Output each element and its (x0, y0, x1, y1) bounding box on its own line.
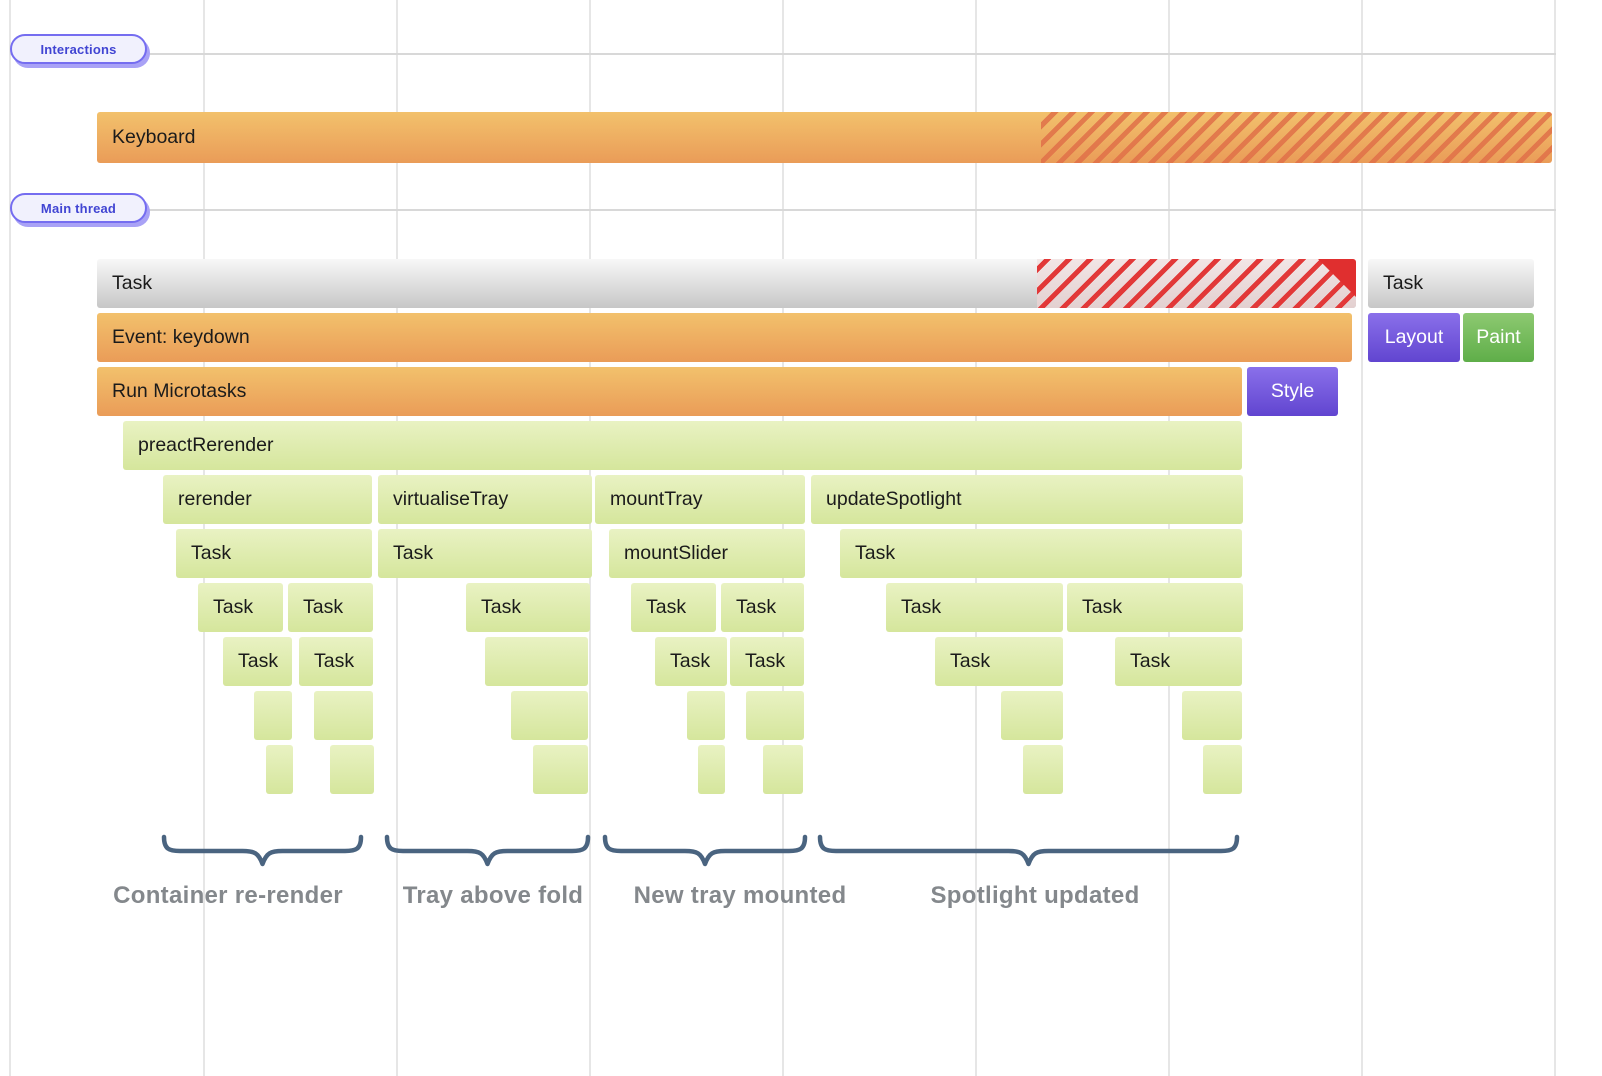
bar-unlabeled[interactable] (1203, 745, 1242, 794)
underbrace (602, 834, 808, 867)
bar-unlabeled[interactable] (266, 745, 293, 794)
track-pill-main-thread-label: Main thread (40, 200, 117, 216)
annotation-label: Tray above fold (402, 882, 584, 909)
bar-label: Style (1270, 380, 1315, 402)
underbrace (817, 834, 1240, 867)
bar-label: virtualiseTray (393, 488, 509, 510)
track-pill-interactions-label: Interactions (40, 41, 117, 57)
bar-label: updateSpotlight (826, 488, 962, 510)
bar-label: Task (736, 596, 777, 618)
bar-label: Task (670, 650, 711, 672)
bar-task[interactable]: Task (840, 529, 1242, 578)
bar-label: Task (238, 650, 279, 672)
bar-label: Paint (1476, 326, 1521, 348)
bar-label: Task (745, 650, 786, 672)
bar-task[interactable]: Task (288, 583, 373, 632)
grid-vertical-line (1554, 0, 1556, 1076)
bar-label: Task (314, 650, 355, 672)
bar-mounttray[interactable]: mountTray (595, 475, 805, 524)
bar-task[interactable]: Task (198, 583, 283, 632)
bar-unlabeled[interactable] (746, 691, 804, 740)
bar-unlabeled[interactable] (1001, 691, 1063, 740)
bar-layout[interactable]: Layout (1368, 313, 1460, 362)
bar-label: Task (1130, 650, 1171, 672)
underbrace (161, 834, 364, 867)
bar-task[interactable]: Task (730, 637, 804, 686)
bar-label: Task (855, 542, 896, 564)
bar-task[interactable]: Task (1368, 259, 1534, 308)
bar-task[interactable]: Task (466, 583, 590, 632)
bar-keyboard[interactable]: Keyboard (97, 112, 1552, 163)
bar-task[interactable]: Task (886, 583, 1063, 632)
bar-unlabeled[interactable] (1182, 691, 1242, 740)
bar-label: mountTray (610, 488, 703, 510)
bar-task[interactable]: Task (935, 637, 1063, 686)
bar-task[interactable]: Task (223, 637, 292, 686)
bar-label: Task (481, 596, 522, 618)
bar-run-microtasks[interactable]: Run Microtasks (97, 367, 1242, 416)
bar-style[interactable]: Style (1247, 367, 1338, 416)
bar-rerender[interactable]: rerender (163, 475, 372, 524)
bar-updatespotlight[interactable]: updateSpotlight (811, 475, 1243, 524)
bar-label: Task (393, 542, 434, 564)
bar-label: preactRerender (138, 434, 274, 456)
bar-unlabeled[interactable] (485, 637, 588, 686)
bar-label: mountSlider (624, 542, 729, 564)
bar-unlabeled[interactable] (698, 745, 725, 794)
bar-label: Layout (1384, 326, 1444, 348)
bar-unlabeled[interactable] (533, 745, 588, 794)
bar-label: Task (901, 596, 942, 618)
bar-label: Keyboard (112, 126, 196, 148)
bar-task[interactable]: Task (299, 637, 373, 686)
bar-label: Task (646, 596, 687, 618)
bar-mountslider[interactable]: mountSlider (609, 529, 805, 578)
overrun-hatch-red (1037, 259, 1356, 308)
overrun-hatch-orange (1041, 112, 1552, 163)
bar-label: rerender (178, 488, 252, 510)
bar-task[interactable]: Task (1067, 583, 1243, 632)
bar-label: Event: keydown (112, 326, 250, 348)
bar-unlabeled[interactable] (254, 691, 292, 740)
bar-label: Task (1082, 596, 1123, 618)
bar-virtualisetray[interactable]: virtualiseTray (378, 475, 592, 524)
annotation-label: New tray mounted (633, 882, 847, 909)
grid-vertical-line (1361, 0, 1363, 1076)
grid-horizontal-line (10, 53, 1556, 55)
bar-task[interactable]: Task (655, 637, 727, 686)
bar-unlabeled[interactable] (314, 691, 373, 740)
track-pill-interactions[interactable]: Interactions (10, 34, 147, 64)
bar-label: Task (950, 650, 991, 672)
bar-label: Task (191, 542, 232, 564)
track-pill-main-thread[interactable]: Main thread (10, 193, 147, 223)
bar-task[interactable]: Task (378, 529, 592, 578)
bar-event-keydown[interactable]: Event: keydown (97, 313, 1352, 362)
grid-vertical-line (9, 0, 11, 1076)
annotation-label: Container re-render (113, 882, 343, 909)
grid-horizontal-line (10, 209, 1556, 211)
bar-task[interactable]: Task (631, 583, 716, 632)
bar-unlabeled[interactable] (511, 691, 588, 740)
bar-preactrerender[interactable]: preactRerender (123, 421, 1242, 470)
bar-unlabeled[interactable] (1023, 745, 1063, 794)
bar-label: Task (303, 596, 344, 618)
bar-task[interactable]: Task (97, 259, 1356, 308)
bar-unlabeled[interactable] (330, 745, 374, 794)
bar-task[interactable]: Task (176, 529, 372, 578)
bar-label: Run Microtasks (112, 380, 247, 402)
long-task-corner-triangle (1318, 259, 1356, 297)
bar-unlabeled[interactable] (763, 745, 803, 794)
bar-paint[interactable]: Paint (1463, 313, 1534, 362)
underbrace (384, 834, 591, 867)
bar-label: Task (1383, 272, 1424, 294)
bar-task[interactable]: Task (721, 583, 804, 632)
bar-task[interactable]: Task (1115, 637, 1242, 686)
bar-unlabeled[interactable] (687, 691, 725, 740)
bar-label: Task (112, 272, 153, 294)
bar-label: Task (213, 596, 254, 618)
annotation-label: Spotlight updated (930, 882, 1140, 909)
